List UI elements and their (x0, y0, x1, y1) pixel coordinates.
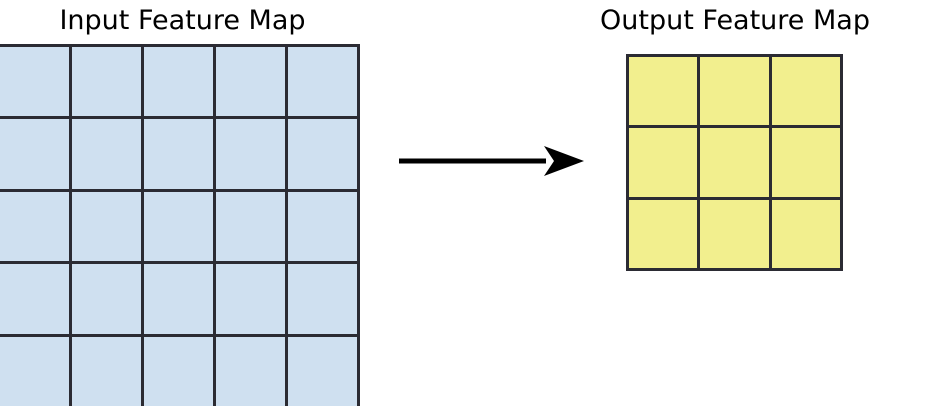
input-feature-map-title: Input Feature Map (59, 5, 306, 36)
output-cell (771, 57, 840, 126)
input-cell (144, 191, 213, 262)
output-feature-map-grid (626, 54, 843, 271)
output-cell (629, 128, 698, 197)
output-cell (771, 128, 840, 197)
input-cell (216, 47, 285, 117)
output-cell (700, 199, 769, 268)
output-feature-map-title: Output Feature Map (600, 5, 870, 36)
input-cell (144, 264, 213, 334)
input-cell (0, 119, 69, 189)
right-arrow-icon (399, 146, 584, 176)
input-cell (0, 47, 69, 117)
input-cell (144, 336, 213, 406)
input-cell (216, 336, 285, 406)
input-cell (144, 47, 213, 117)
input-cell (72, 336, 141, 406)
input-cell (0, 264, 69, 334)
input-cell (288, 264, 357, 334)
output-cell (700, 57, 769, 126)
input-cell (288, 191, 357, 262)
output-cell (629, 57, 698, 126)
input-cell (72, 264, 141, 334)
output-cell (771, 199, 840, 268)
input-cell (288, 119, 357, 189)
input-cell (288, 47, 357, 117)
output-cell (700, 128, 769, 197)
input-cell (144, 119, 213, 189)
input-cell (0, 336, 69, 406)
input-cell (288, 336, 357, 406)
input-cell (216, 264, 285, 334)
input-cell (216, 191, 285, 262)
input-feature-map-grid (0, 44, 360, 406)
input-cell (0, 191, 69, 262)
input-cell (72, 47, 141, 117)
input-cell (72, 191, 141, 262)
output-cell (629, 199, 698, 268)
input-cell (216, 119, 285, 189)
input-cell (72, 119, 141, 189)
